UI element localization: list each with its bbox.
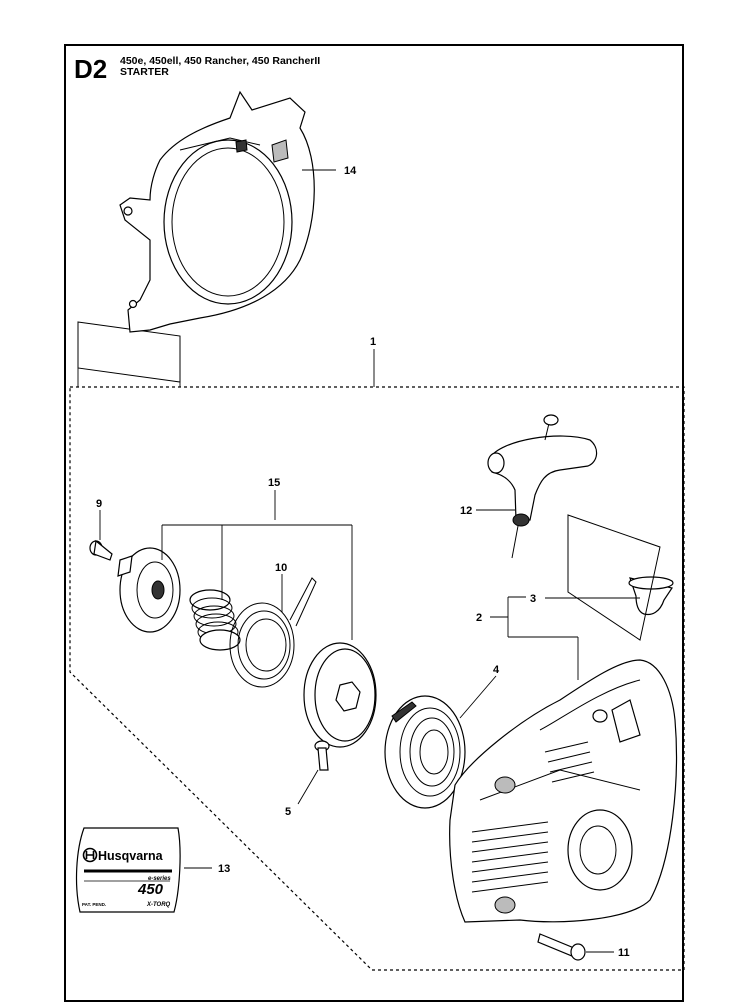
housing-screw-part: [537, 933, 586, 961]
husqvarna-logo-icon: [82, 847, 98, 863]
diagram-frame: [64, 44, 684, 1002]
decal-feature: X-TORQ: [146, 902, 171, 908]
callout-14: 13: [218, 863, 230, 875]
spring-cassette-part: [384, 695, 466, 809]
rope-guide-part: [628, 576, 674, 616]
leader-5: [297, 769, 319, 805]
starter-handle-part: [487, 414, 598, 559]
bracket-15: [161, 490, 353, 640]
screw-part: [89, 539, 113, 561]
rope-guide-panel: [567, 514, 661, 641]
reference-panel: [77, 321, 181, 383]
callout-3: 3: [530, 593, 536, 605]
callout-15: 15: [268, 477, 280, 489]
callout-9: 9: [96, 498, 102, 510]
decal-part: Husqvarna e-series 450 PAT. PEND. X-TORQ: [75, 827, 181, 913]
decal-model: 450: [137, 881, 164, 898]
callout-11: 12: [460, 505, 472, 517]
assembly-boundary: [69, 386, 685, 971]
decal-brand: Husqvarna: [98, 849, 164, 863]
spiral-spring-part: [229, 577, 317, 688]
rope-pulley-part: [303, 642, 377, 748]
small-screw-part: [314, 740, 330, 771]
housing-vents-lower: [471, 821, 549, 893]
housing-vents-upper: [544, 741, 595, 783]
callout-1: 1: [370, 336, 376, 348]
callout-4: 4: [493, 664, 500, 676]
coil-spring-part: [189, 589, 241, 651]
section-title: STARTER: [120, 66, 169, 78]
callout-13: 14: [344, 165, 357, 177]
callout-10: 10: [275, 562, 287, 574]
starter-housing-part: [449, 659, 678, 923]
section-code: D2: [74, 54, 108, 84]
callout-5: 5: [285, 806, 291, 818]
bracket-2: [490, 596, 579, 680]
fan-housing-part: [119, 90, 315, 333]
callout-2: 2: [476, 612, 482, 624]
decal-series: e-series: [148, 876, 171, 882]
leader-4: [459, 675, 497, 719]
model-list: 450e, 450ell, 450 Rancher, 450 RancherII: [120, 55, 321, 67]
pulley-part: [117, 547, 181, 633]
callout-12: 11: [618, 947, 630, 959]
decal-pat: PAT. PEND.: [82, 902, 106, 907]
